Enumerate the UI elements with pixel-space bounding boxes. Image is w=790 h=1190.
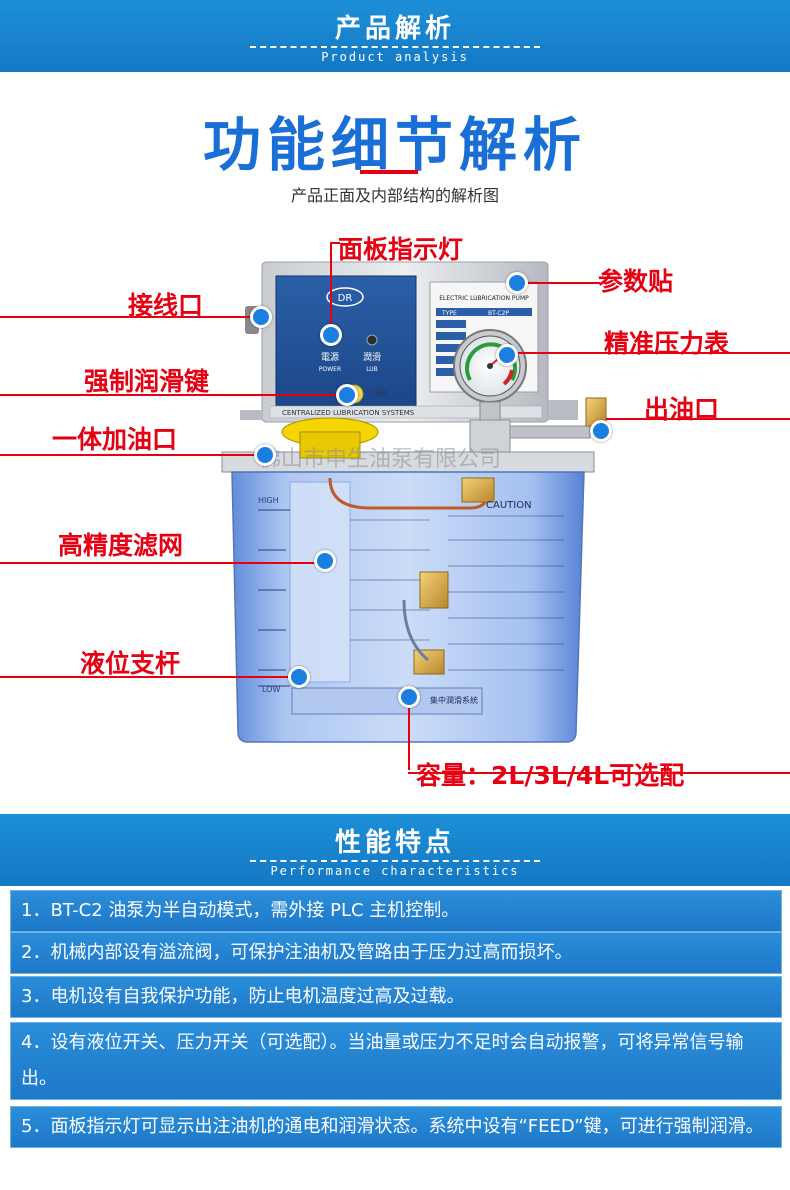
feature-item-5: 5．面板指示灯可显示出注油机的通电和润滑状态。系统中设有“FEED”键，可进行强… <box>10 1106 782 1148</box>
label-param-sticker: 参数贴 <box>598 267 674 296</box>
leader-filter <box>0 562 322 564</box>
header-divider <box>250 46 540 48</box>
product-diagram: DR 電源 POWER 潤滑 LUB FEED CENTRALIZED LUBR… <box>0 220 790 810</box>
main-title: 功能细节解析 <box>202 111 587 179</box>
panel-brand: DR <box>338 293 353 304</box>
label-level-rod: 液位支杆 <box>80 649 181 678</box>
sticker-type-label: TYPE <box>441 310 457 317</box>
label-pressure-gauge: 精准压力表 <box>604 329 730 358</box>
leader-panel-light <box>330 242 332 334</box>
lubrication-pump-illustration: DR 電源 POWER 潤滑 LUB FEED CENTRALIZED LUBR… <box>221 261 607 743</box>
header-title: 产品解析 <box>334 14 455 44</box>
header-banner: 产品解析 Product analysis <box>0 0 790 72</box>
label-wiring-port: 接线口 <box>128 291 204 320</box>
feature-item-2: 2．机械内部设有溢流阀，可保护注油机及管路由于压力过高而损坏。 <box>10 932 782 974</box>
base-label: 集中潤滑系統 <box>430 695 478 705</box>
caption: 产品正面及内部结构的解析图 <box>290 186 499 205</box>
lub-label: 潤滑 <box>363 352 381 363</box>
performance-divider <box>250 860 540 862</box>
header-subtitle: Product analysis <box>321 50 469 64</box>
label-force-key: 强制润滑键 <box>84 367 210 396</box>
leader-oil-outlet <box>606 418 790 420</box>
title-underline <box>360 170 418 174</box>
dot-param-sticker <box>506 272 528 294</box>
label-capacity: 容量：2L/3L/4L可选配 <box>416 761 685 790</box>
power-en-label: POWER <box>319 366 341 373</box>
feed-label: FEED <box>372 390 388 397</box>
leader-pressure-gauge <box>516 352 790 354</box>
feature-item-3: 3．电机设有自我保护功能，防止电机温度过高及过载。 <box>10 976 782 1018</box>
leader-panel-light-h <box>330 242 340 244</box>
dot-panel-light <box>320 324 342 346</box>
leader-capacity <box>408 772 790 774</box>
level-low-label: LOW <box>262 685 280 694</box>
leader-oil-filler <box>0 454 262 456</box>
dot-wiring-port <box>250 306 272 328</box>
label-panel-light: 面板指示灯 <box>338 235 464 264</box>
leader-level-rod <box>0 676 296 678</box>
dot-capacity <box>398 686 420 708</box>
feature-item-4: 4．设有液位开关、压力开关（可选配）。当油量或压力不足时会自动报警，可将异常信号… <box>10 1022 782 1100</box>
performance-banner: 性能特点 Performance characteristics <box>0 814 790 886</box>
leader-capacity-v <box>408 708 410 770</box>
lub-en-label: LUB <box>366 366 378 373</box>
label-filter: 高精度滤网 <box>58 531 184 560</box>
performance-subtitle: Performance characteristics <box>270 864 520 878</box>
caution-label: CAUTION <box>486 500 532 511</box>
level-high-label: HIGH <box>258 496 279 505</box>
leader-wiring-port <box>0 316 258 318</box>
dot-level-rod <box>288 666 310 688</box>
leader-force-key <box>0 394 344 396</box>
system-label: CENTRALIZED LUBRICATION SYSTEMS <box>282 409 415 417</box>
power-label: 電源 <box>321 352 339 363</box>
label-oil-outlet: 出油口 <box>644 395 720 424</box>
feature-item-1: 1．BT-C2 油泵为半自动模式，需外接 PLC 主机控制。 <box>10 890 782 932</box>
label-oil-filler: 一体加油口 <box>52 425 178 454</box>
dot-pressure-gauge <box>496 344 518 366</box>
sticker-head: ELECTRIC LUBRICATION PUMP <box>439 295 529 302</box>
sticker-type-value: BT-C2P <box>488 310 509 317</box>
dot-oil-filler <box>254 444 276 466</box>
dot-oil-outlet <box>590 420 612 442</box>
performance-title: 性能特点 <box>334 828 455 858</box>
leader-param-sticker <box>520 282 600 284</box>
dot-filter <box>314 550 336 572</box>
dot-force-key <box>336 384 358 406</box>
watermark: 佛山市申生油泵有限公司 <box>259 447 501 472</box>
